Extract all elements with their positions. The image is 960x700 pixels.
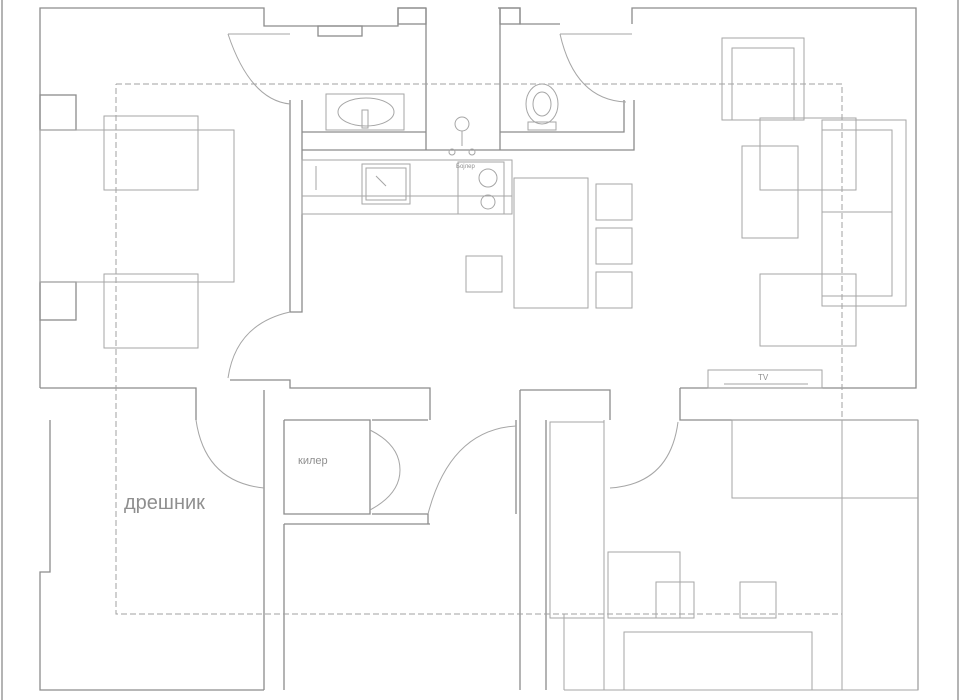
bathroom-fixtures <box>325 83 559 156</box>
door-arc-bedroom2 <box>609 421 679 489</box>
wardrobe-room <box>549 420 605 690</box>
dashed-outline <box>115 83 843 615</box>
sofa <box>821 119 907 307</box>
kitchen <box>301 159 633 309</box>
desk <box>607 551 681 619</box>
wardrobe-right <box>731 419 919 499</box>
chair-3 <box>595 271 633 309</box>
armchair <box>721 37 805 121</box>
coffee-table <box>741 145 799 239</box>
bed-left <box>39 129 235 283</box>
interior-walls <box>40 8 918 690</box>
tv-stand <box>707 369 823 389</box>
door-arc-closet <box>369 429 401 511</box>
bed-right <box>623 631 813 691</box>
wardrobe-label: дрешник <box>124 492 205 514</box>
left-wall-niches <box>39 7 521 321</box>
chair-2 <box>595 227 633 265</box>
bathtub <box>325 93 405 131</box>
kitchen-island <box>513 177 589 309</box>
door-arc-living <box>227 311 291 379</box>
exterior-walls <box>39 7 919 691</box>
closet-label: килер <box>298 455 328 467</box>
kitchen-counter <box>301 159 513 215</box>
door-arc-entry <box>227 33 291 105</box>
sink-basin <box>337 97 395 127</box>
tv-label: TV <box>758 373 769 382</box>
bar-stool <box>465 255 503 293</box>
door-arc-bathroom <box>559 33 627 103</box>
doors <box>195 33 679 515</box>
nightstand-1 <box>655 581 695 619</box>
toilet <box>525 83 559 125</box>
nightstand-2 <box>739 581 777 619</box>
left-bedroom <box>39 115 235 349</box>
boiler-icon <box>454 116 470 132</box>
wardrobe-cabinet <box>549 421 605 619</box>
boiler-label: Бојлер <box>456 164 475 170</box>
right-bedroom <box>563 419 919 691</box>
door-arc-wardrobe <box>195 419 265 489</box>
door-arc-bedroom1 <box>427 425 517 515</box>
stove <box>457 161 505 215</box>
living-room <box>707 37 907 389</box>
chair-1 <box>595 183 633 221</box>
kitchen-sink <box>361 163 411 205</box>
